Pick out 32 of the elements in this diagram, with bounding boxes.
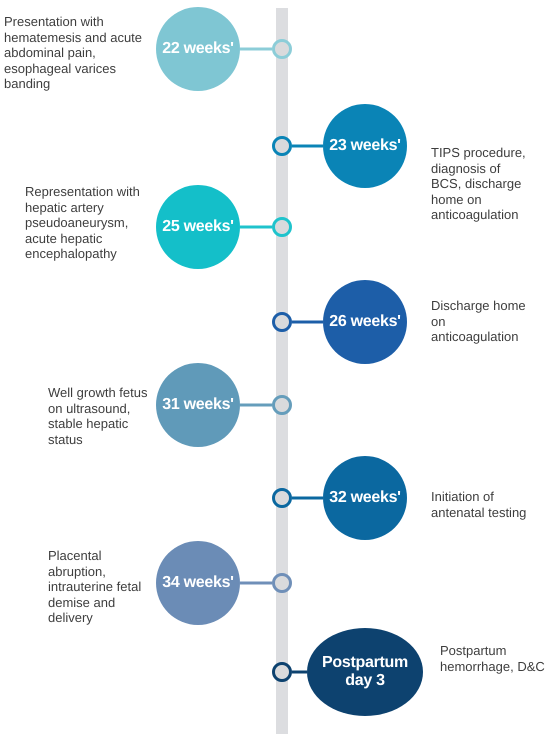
event-date: 32 weeks': [329, 488, 401, 508]
connector-line: [292, 320, 323, 324]
event-date: Postpartum day 3: [321, 654, 409, 690]
timeline-marker: [272, 39, 292, 59]
connector-line: [240, 404, 272, 406]
event-description: Postpartum hemorrhage, D&C: [440, 643, 546, 674]
timeline-marker: [272, 488, 292, 508]
timeline-marker: [272, 217, 292, 237]
connector-line: [292, 496, 323, 500]
event-date: 25 weeks': [162, 218, 234, 236]
connector-line: [240, 582, 272, 584]
event-description: Discharge home on anticoagulation: [431, 298, 527, 344]
timeline-marker: [272, 312, 292, 332]
connector-line: [240, 48, 272, 50]
event-description: Placental abruption, intrauterine fetal demise and delivery: [48, 548, 142, 626]
connector-line: [240, 226, 272, 228]
event-description: Initiation of antenatal testing: [431, 489, 528, 520]
event-description: TIPS procedure, diagnosis of BCS, discharge home on anticoagulation: [431, 145, 527, 222]
timeline-marker: [272, 136, 292, 156]
event-description: Representation with hepatic artery pseudoaneurysm, acute hepatic encephalopathy: [25, 184, 141, 262]
event-date: 23 weeks': [329, 136, 401, 156]
event-description: Well growth fetus on ultrasound, stable hepatic status: [48, 385, 148, 447]
connector-line: [292, 144, 323, 148]
timeline-marker: [272, 573, 292, 593]
timeline-marker: [272, 662, 292, 682]
event-date: 31 weeks': [162, 396, 234, 414]
event-date: 26 weeks': [329, 312, 401, 332]
event-date: 34 weeks': [162, 574, 234, 592]
event-date: 22 weeks': [162, 40, 234, 58]
timeline-marker: [272, 395, 292, 415]
connector-line: [292, 670, 307, 674]
event-description: Presentation with hematemesis and acute abdominal pain, esophageal varices banding: [4, 14, 144, 92]
